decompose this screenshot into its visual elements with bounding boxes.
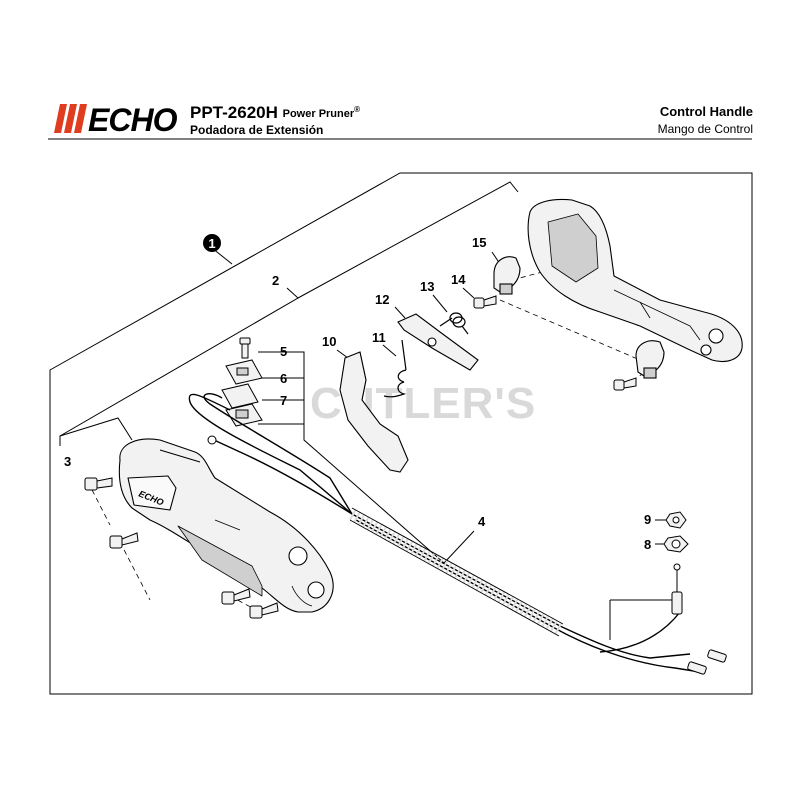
screw-3d (249, 602, 279, 619)
callout-11: 11 (372, 330, 386, 345)
callout-4: 4 (478, 514, 486, 529)
callout-6: 6 (280, 371, 287, 386)
wire-harness-4 (188, 393, 701, 673)
callout-2: 2 (272, 273, 279, 288)
clamp-15b (635, 340, 665, 379)
switch-plate-6 (225, 359, 263, 385)
torsion-spring-13 (439, 312, 469, 335)
assembly-callout-badge (203, 234, 221, 252)
clamp-15a (493, 256, 521, 295)
screw-clamp (613, 377, 637, 391)
throttle-lever-12 (397, 313, 479, 371)
callout-7: 7 (280, 393, 287, 408)
section-title-en: Control Handle (659, 104, 753, 119)
nut-8 (663, 535, 689, 553)
handle-half-front (118, 438, 334, 613)
handle-half-rear (527, 198, 743, 363)
callout-5: 5 (280, 344, 287, 359)
logo-speed-stripes (54, 104, 87, 133)
product-name-es: Podadora de Extensión (190, 123, 324, 137)
callout-14: 14 (451, 272, 466, 287)
screw-3a (84, 477, 113, 491)
callout-8: 8 (644, 537, 651, 552)
wire-terminal-b (707, 649, 727, 663)
spiral-sleeve (349, 507, 564, 637)
wire-terminal-a (687, 661, 707, 675)
screw-3c (221, 588, 251, 605)
switch-7 (221, 383, 263, 427)
screw-5 (239, 337, 251, 359)
callout-9: 9 (644, 512, 651, 527)
callout-3: 3 (64, 454, 71, 469)
registered-mark: ® (354, 105, 361, 114)
nut-9 (665, 511, 687, 529)
assembly-boundary (49, 172, 753, 695)
leader-lines (59, 181, 676, 640)
spring-11 (383, 339, 407, 398)
product-name-en: Power Pruner (282, 108, 355, 120)
screw-14 (473, 295, 497, 309)
callout-12: 12 (375, 292, 389, 307)
wire-end-loop (207, 435, 217, 445)
section-title-es: Mango de Control (657, 122, 753, 136)
echo-logo: ECHO (54, 102, 179, 134)
model-number: PPT-2620H (190, 103, 278, 122)
model-line: PPT-2620H Power Pruner® (190, 103, 360, 123)
cable-end-fitting (671, 563, 683, 615)
logo-text: ECHO (88, 102, 178, 134)
callout-1: 1 (208, 236, 215, 251)
callout-15: 15 (472, 235, 486, 250)
callout-10: 10 (322, 334, 336, 349)
throttle-trigger-10 (339, 351, 409, 473)
callout-13: 13 (420, 279, 434, 294)
screw-3b (109, 532, 139, 549)
